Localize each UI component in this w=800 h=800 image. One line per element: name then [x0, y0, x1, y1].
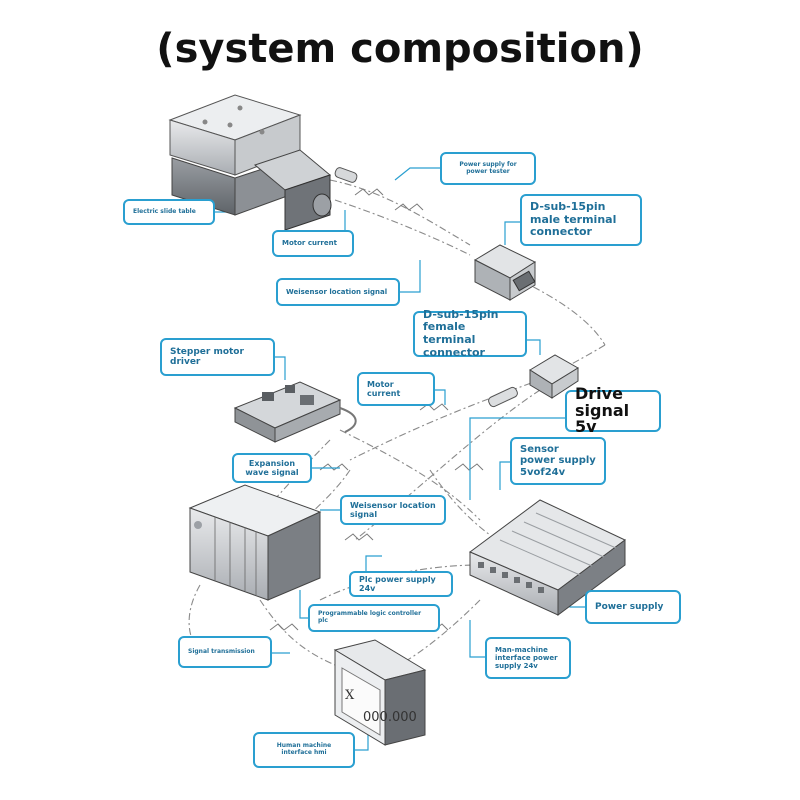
stepper-driver-illustration [233, 381, 357, 443]
dsub-male-connector-illustration [473, 244, 537, 301]
leader-lines [215, 167, 585, 751]
label-signal-transmission: Signal transmission [178, 636, 272, 668]
label-hmi: Human machine interface hmi [253, 732, 355, 768]
label-hmi-power: Man-machine interface power supply 24v [485, 637, 571, 679]
label-weisensor-top: Weisensor location signal [276, 278, 400, 306]
label-motor-current-mid: Motor current [357, 372, 435, 406]
label-plc: Programmable logic controller plc [308, 604, 440, 632]
hmi-axis-label: X [345, 688, 355, 703]
plc-illustration [188, 484, 322, 601]
electric-slide-table-illustration [168, 94, 358, 231]
label-motor-current-top: Motor current [272, 230, 354, 257]
label-dsub-female: D-sub-15pin female terminal connector [413, 308, 527, 358]
label-weisensor-mid: Weisensor location signal [340, 495, 446, 525]
diagram-title: (system composition) [156, 26, 644, 72]
label-drive-signal: Drive signal 5v [565, 385, 661, 435]
label-stepper-driver: Stepper motor driver [160, 338, 275, 376]
label-sensor-power: Sensor power supply 5vof24v [510, 437, 606, 485]
label-power-supply-tester: Power supply for power tester [440, 152, 536, 185]
label-plc-power: Plc power supply 24v [349, 571, 453, 597]
label-electric-slide-table: Electric slide table [123, 199, 215, 225]
label-dsub-male: D-sub-15pin male terminal connector [520, 194, 642, 246]
connection-lines [188, 179, 606, 671]
hmi-illustration [333, 639, 427, 746]
label-power-supply: Power supply [585, 590, 681, 624]
dsub-female-connector-illustration [488, 354, 579, 408]
label-expansion-wave: Expansion wave signal [232, 453, 312, 483]
hmi-value-readout: 000.000 [363, 710, 417, 725]
power-supply-illustration [469, 499, 626, 616]
